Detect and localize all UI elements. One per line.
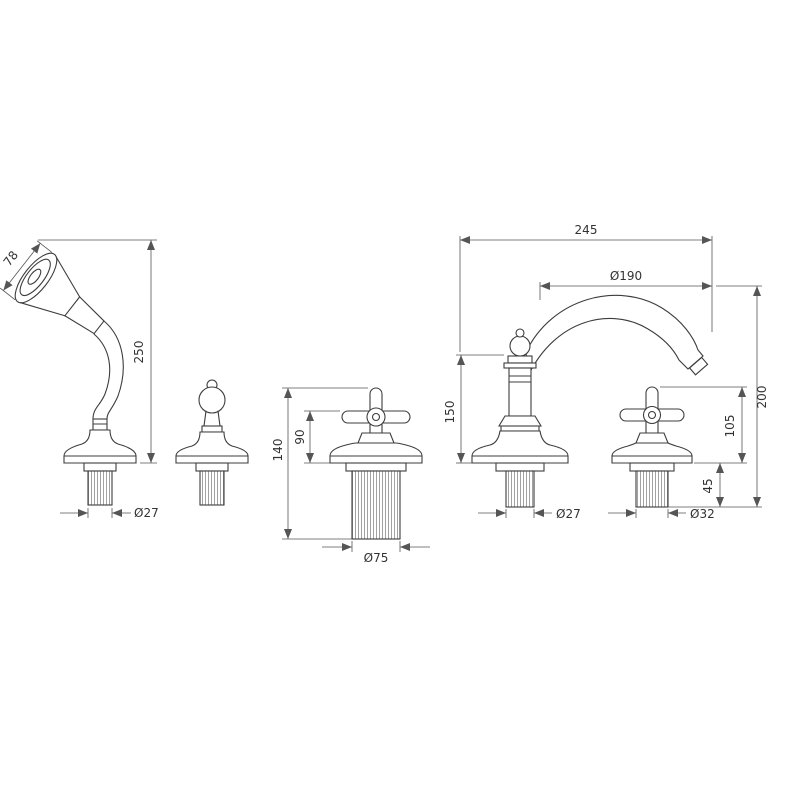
threaded-tail (635, 470, 669, 508)
finial-ball (509, 335, 531, 357)
dim-right-handle-height: 105 (723, 415, 737, 438)
knob-base (175, 431, 249, 464)
dim-total-height: 200 (755, 386, 769, 409)
threaded-body (351, 470, 401, 540)
dimension-lines (38, 236, 762, 552)
dim-left-handle-base: Ø75 (364, 551, 389, 565)
dim-left-handle-upper: 90 (293, 429, 307, 444)
lift-knob (175, 379, 249, 506)
dim-shower-thread: Ø27 (134, 506, 159, 520)
hand-shower (0, 240, 137, 506)
handle-bonnet (635, 432, 669, 444)
handle-base (329, 442, 423, 464)
dim-spout-reach: Ø190 (610, 269, 642, 283)
body-column (508, 367, 532, 417)
knob-ball (198, 386, 226, 414)
shower-base (63, 429, 137, 464)
spout-body (471, 294, 709, 508)
dim-body-thread: Ø27 (556, 507, 581, 521)
dim-shower-head-width: 78 (1, 248, 21, 269)
dim-left-handle-total: 140 (271, 439, 285, 462)
body-collar (507, 355, 533, 364)
handle-base (611, 442, 693, 464)
dim-shower-height: 250 (132, 341, 146, 364)
shower-hose (103, 320, 124, 420)
shower-head (0, 240, 105, 335)
left-cross-handle (329, 387, 423, 540)
right-cross-handle (611, 386, 693, 508)
body-base (471, 430, 569, 464)
spout-aerator (688, 356, 709, 376)
dim-thread-length: 45 (701, 478, 715, 493)
base-washer (83, 462, 117, 472)
threaded-tail (199, 470, 225, 506)
finial-cap (515, 328, 525, 338)
dim-body-height: 150 (443, 401, 457, 424)
dim-spout-span: 245 (575, 223, 598, 237)
threaded-tail (505, 470, 535, 508)
dim-right-thread: Ø32 (690, 507, 715, 521)
dimension-labels: 78 250 Ø27 90 140 Ø75 245 Ø190 150 200 1… (1, 223, 769, 565)
threaded-tail (87, 470, 113, 506)
handle-bonnet (357, 432, 395, 444)
spout-tube (525, 294, 704, 379)
